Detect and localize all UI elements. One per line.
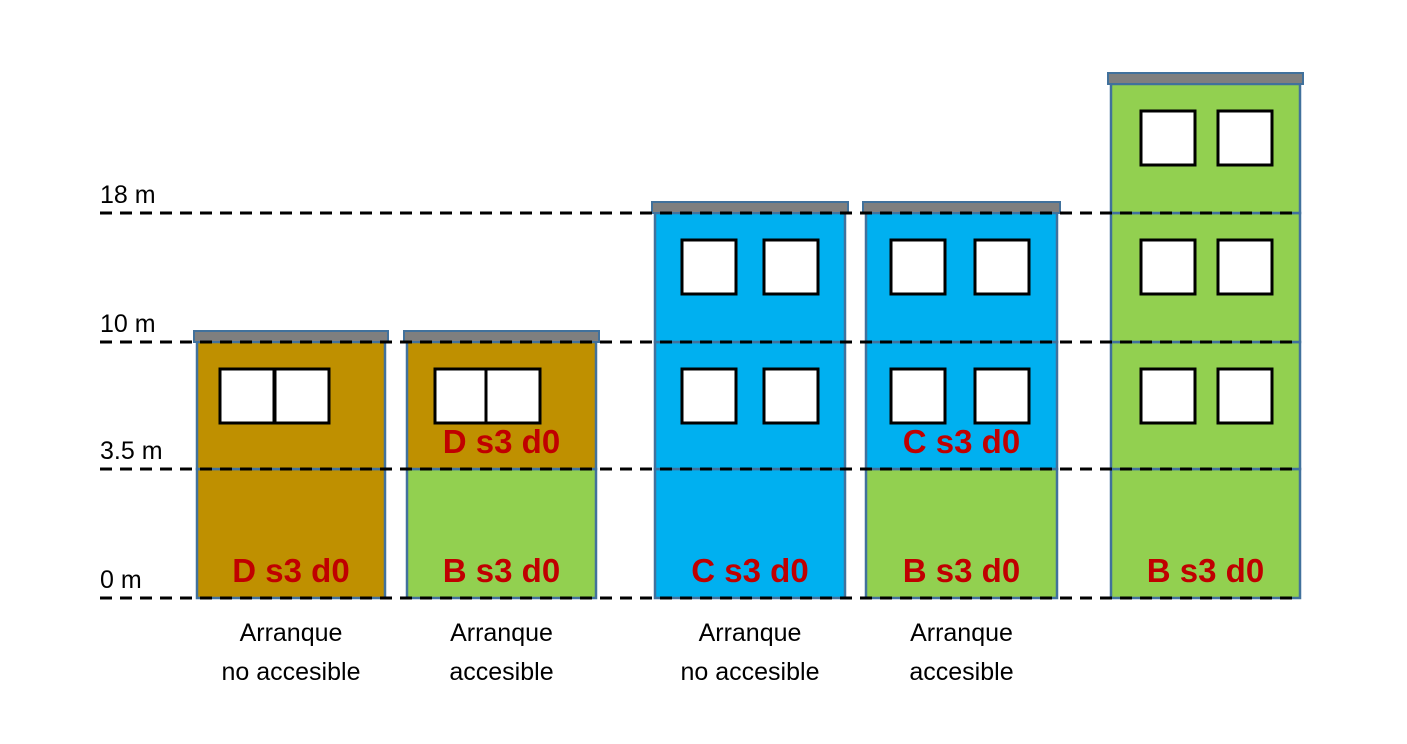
window [762,238,820,296]
floor-segment [864,467,1059,600]
window [1216,109,1274,167]
caption-line: no accesible [681,658,820,686]
roof-slab [193,330,389,343]
window [762,367,820,425]
window [433,367,491,425]
caption-line: accesible [449,658,553,686]
roof-slab [862,201,1061,214]
reaction-class-label: D s3 d0 [443,423,560,460]
caption-line: Arranque [910,619,1013,647]
building-4 [862,201,1061,600]
level-label: 0 m [100,566,142,594]
level-label: 18 m [100,181,156,209]
window [1139,367,1197,425]
window [680,367,738,425]
building-captions: Arranque no accesible Arranque accesible Arr… [222,619,1014,686]
reaction-class-label: D s3 d0 [232,552,349,589]
reaction-class-label: B s3 d0 [1147,552,1264,589]
floor-segment [653,467,847,600]
window [1139,109,1197,167]
caption-line: Arranque [699,619,802,647]
building-1 [193,330,389,600]
reaction-class-label: C s3 d0 [691,552,808,589]
window [218,367,276,425]
reaction-class-label: B s3 d0 [903,552,1020,589]
window [680,238,738,296]
caption-line: no accesible [222,658,361,686]
window [273,367,331,425]
height-levels: 0 m 3.5 m 10 m 18 m [100,181,1300,600]
caption-line: Arranque [240,619,343,647]
window [1139,238,1197,296]
roof-slab [403,330,600,343]
level-label: 3.5 m [100,437,163,465]
window [889,367,947,425]
level-label: 10 m [100,310,156,338]
window [973,367,1031,425]
roof-slab [1107,72,1304,85]
building-3 [651,201,849,600]
reaction-class-label: B s3 d0 [443,552,560,589]
roof-slab [651,201,849,214]
caption-line: accesible [909,658,1013,686]
building-5 [1107,72,1304,600]
buildings-layer [193,72,1304,600]
window [1216,238,1274,296]
window [889,238,947,296]
class-labels: D s3 d0 B s3 d0 D s3 d0 C s3 d0 B s3 d0 C s3 … [232,423,1264,589]
window [484,367,542,425]
reaction-class-label: C s3 d0 [903,423,1020,460]
window [973,238,1031,296]
floor-segment [195,467,387,600]
window [1216,367,1274,425]
caption-line: Arranque [450,619,553,647]
